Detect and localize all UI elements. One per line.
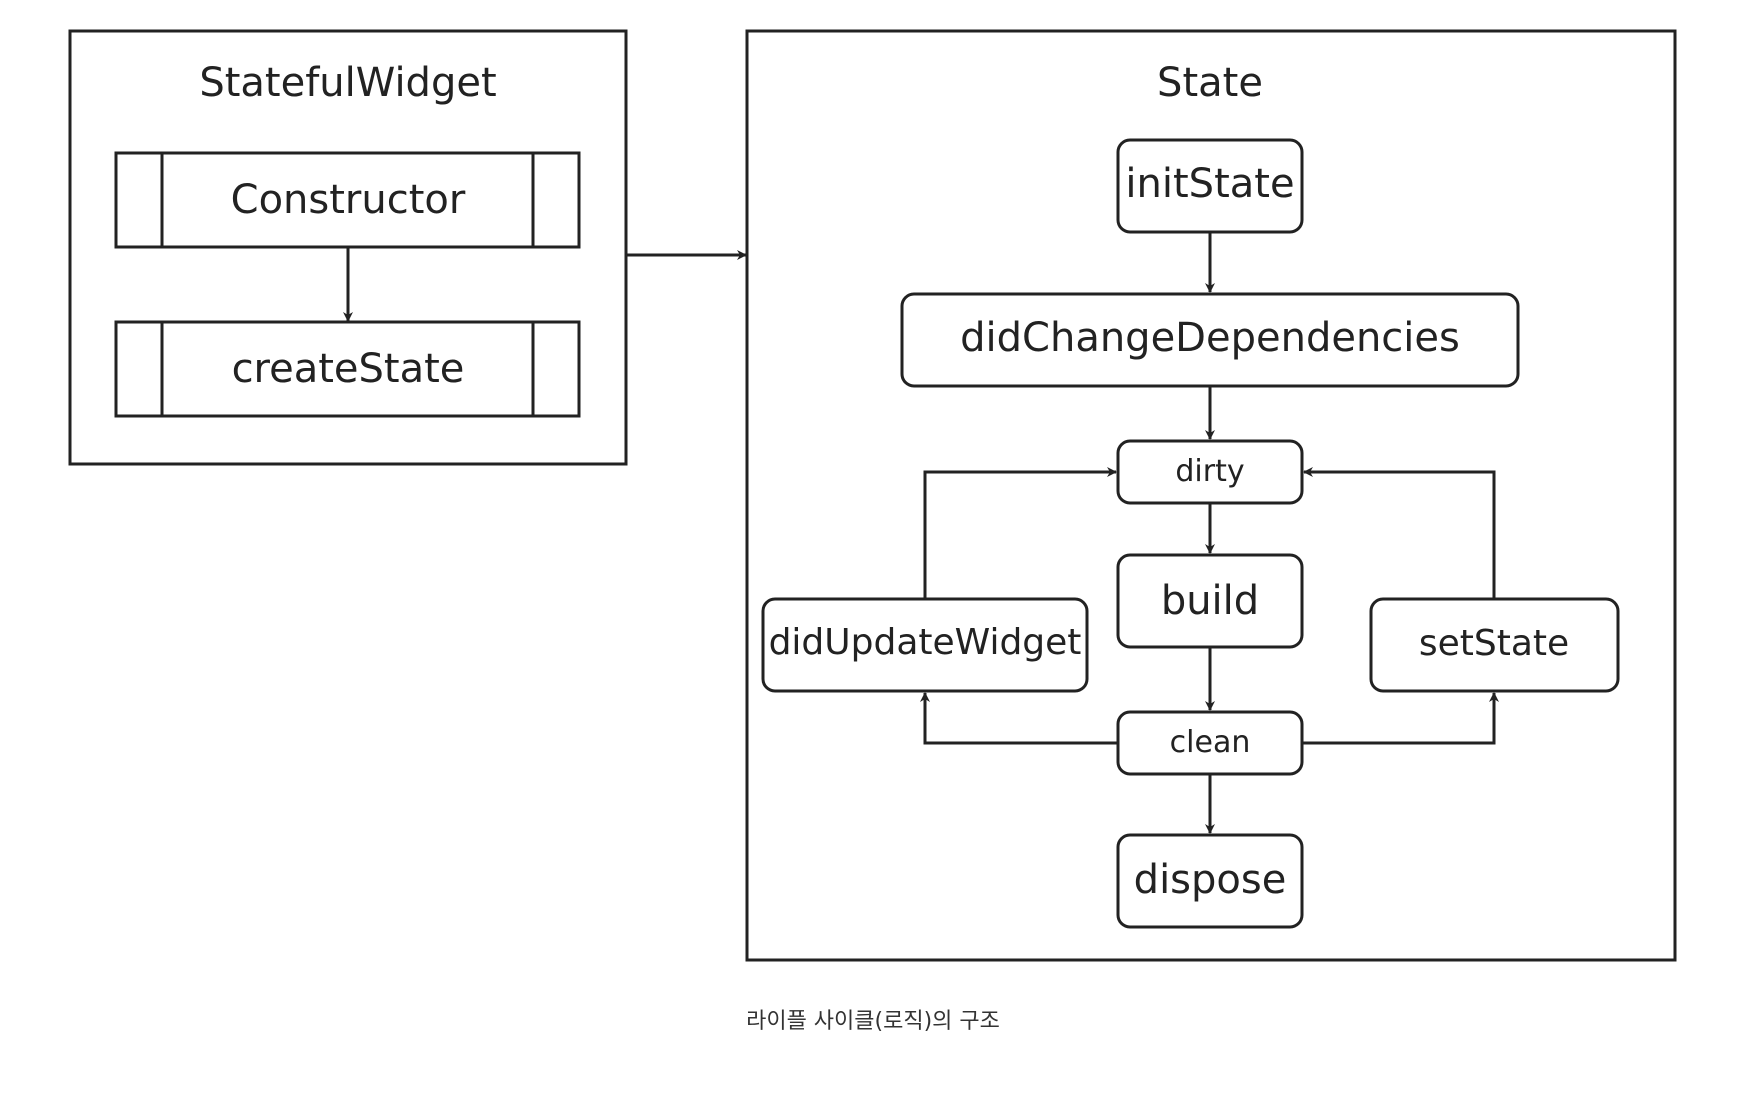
set-state-label: setState [1419,623,1569,664]
stateful-widget-title: StatefulWidget [199,60,496,106]
constructor-label: Constructor [231,177,466,223]
dirty-label: dirty [1175,454,1244,489]
did-change-dependencies-box: didChangeDependencies [900,292,1520,388]
arrow-setstate-to-dirty [1303,467,1496,599]
stateful-widget-panel [68,29,628,466]
build-box: build [1116,553,1304,649]
init-state-box: initState [1116,138,1304,234]
state-panel [745,29,1677,962]
init-state-label: initState [1125,161,1294,207]
dispose-box: dispose [1116,833,1304,929]
figure-caption: 라이플 사이클(로직)의 구조 [746,1009,1000,1034]
clean-box: clean [1116,710,1304,776]
state-title: State [1157,60,1263,106]
build-label: build [1161,578,1259,624]
set-state-box: setState [1369,597,1620,693]
arrow-clean-to-setstate [1302,692,1499,745]
did-change-dependencies-label: didChangeDependencies [960,315,1460,361]
create-state-label: createState [232,346,465,392]
dirty-box: dirty [1116,439,1304,505]
did-update-widget-label: didUpdateWidget [769,622,1082,663]
clean-label: clean [1170,725,1251,760]
arrow-clean-to-didupdatewidget [920,692,1118,745]
arrow-didupdatewidget-to-dirty [923,467,1117,599]
dispose-label: dispose [1134,857,1287,903]
create-state-box: createState [114,320,581,418]
did-update-widget-box: didUpdateWidget [761,597,1089,693]
constructor-box: Constructor [114,151,581,249]
